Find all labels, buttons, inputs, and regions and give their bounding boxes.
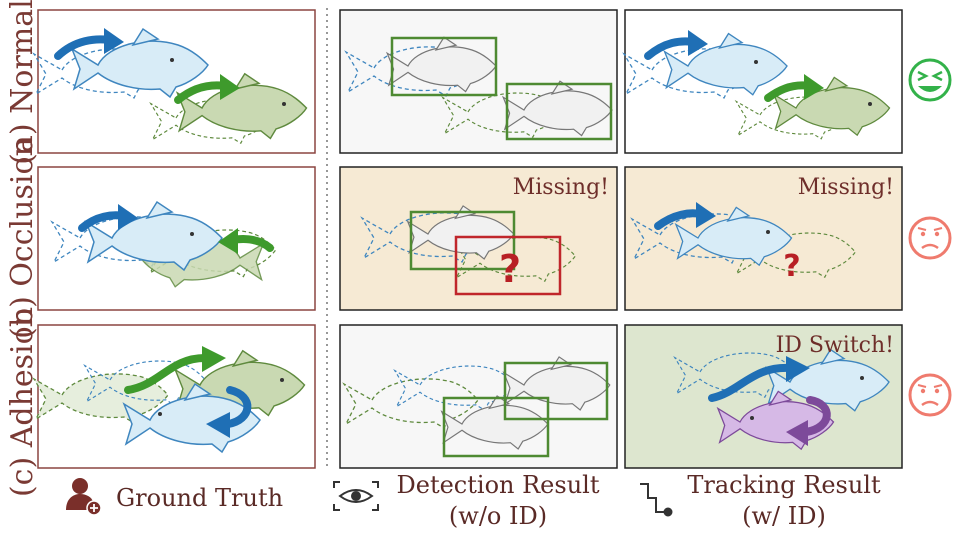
panel-gt-occlusion [37,166,316,311]
detection-box [390,36,498,97]
panel-gt-normal [33,9,316,154]
row-label-occlusion: (b) Occlusion [5,137,40,339]
legend-ground-truth: Ground Truth [116,484,283,512]
row-label-adhesion: (c) Adhesion [5,307,40,497]
missing-label: Missing! [798,175,894,200]
eye-scan-icon [333,481,379,511]
detection-box [505,82,613,141]
question-mark: ? [783,249,800,284]
legend-tracking-line1: Tracking Result [687,471,881,499]
panel-detection-adhesion [339,324,618,469]
panel-tracking-normal [623,9,903,154]
row-label-normal: (a) Normal [5,0,40,165]
missing-label: Missing! [513,175,609,200]
user-add-icon [66,478,102,516]
panel-tracking-occlusion: ? Missing! [624,166,903,311]
panel-detection-normal [339,9,618,154]
detection-box [409,210,516,271]
panel-detection-occlusion: ? Missing! [339,166,618,311]
detection-legend: Detection Result (w/o ID) [333,471,600,530]
sad-face-icon [908,373,952,417]
sad-face-icon [908,216,952,260]
route-icon [640,483,673,517]
ground-truth-legend: Ground Truth [66,478,283,516]
detection-box [503,361,609,421]
question-mark: ? [499,247,521,291]
legend-tracking-line2: (w/ ID) [742,502,826,530]
legend-detection-line1: Detection Result [397,471,600,499]
tracking-legend: Tracking Result (w/ ID) [640,471,881,530]
id-switch-label: ID Switch! [776,333,894,358]
panel-gt-adhesion [33,324,316,469]
detection-box [442,396,550,458]
panel-tracking-adhesion: ID Switch! [624,324,903,469]
missed-detection-box [454,235,562,296]
legend-detection-line2: (w/o ID) [449,502,547,530]
happy-face-icon [908,58,952,102]
